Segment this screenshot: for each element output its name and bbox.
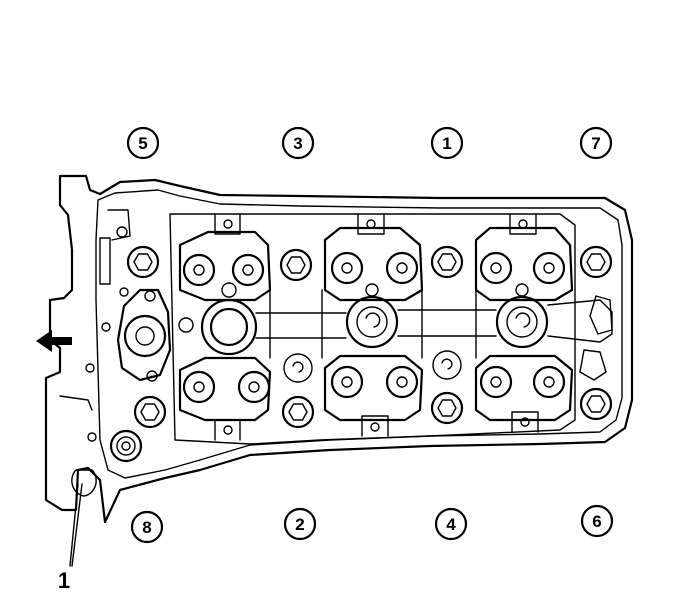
seq-circle-6: 6 [580,504,614,538]
seq-circle-7: 7 [579,126,613,160]
seq-label-3: 3 [293,134,302,153]
left-end-details [59,209,131,497]
inner-perimeter [169,213,576,445]
seq-label-7: 7 [591,134,600,153]
right-end-details [579,295,613,381]
seq-circle-8: 8 [130,510,164,544]
center-ribs [255,289,613,359]
seq-label-2: 2 [295,515,304,534]
seq-label-4: 4 [446,515,456,534]
seq-label-1: 1 [442,134,451,153]
seq-circle-1: 1 [430,126,464,160]
seq-label-5: 5 [138,134,147,153]
seq-label-6: 6 [592,512,601,531]
sequence-markers: 5 3 1 7 8 2 4 6 [126,126,614,544]
cover-outline [44,174,634,524]
left-boss [116,288,194,382]
seq-circle-2: 2 [283,507,317,541]
seq-circle-3: 3 [281,126,315,160]
seq-circle-5: 5 [126,126,160,160]
flange-lugs [214,213,539,441]
seq-circle-4: 4 [434,507,468,541]
hex-bolts [109,245,613,463]
callout-label: 1 [58,568,70,593]
bottom-pods [178,354,574,422]
plug-wells [200,282,549,383]
top-pods [178,226,574,302]
callout-leader [69,483,83,567]
arrow-left-icon [36,330,72,352]
seq-label-8: 8 [142,518,151,537]
pod-holes [182,251,566,404]
